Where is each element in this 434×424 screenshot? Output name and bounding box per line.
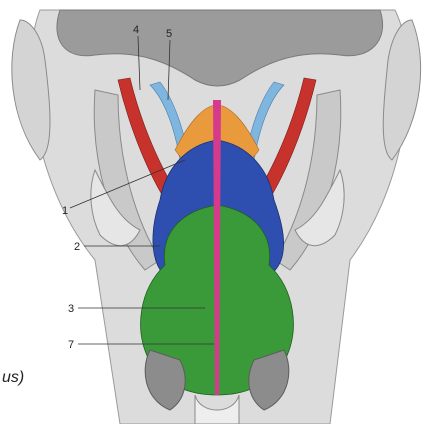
leader-1 — [69, 159, 186, 209]
label-3: 3 — [68, 303, 74, 315]
leader-4 — [137, 35, 141, 91]
left-ear — [11, 19, 51, 161]
thyroid-left — [144, 349, 186, 411]
right-ear — [382, 19, 422, 161]
thyroid-right — [248, 349, 290, 411]
leader-5 — [167, 39, 171, 101]
midline-raphe — [213, 100, 221, 395]
label-7: 7 — [68, 339, 74, 351]
label-1: 1 — [62, 205, 68, 217]
caption-fragment: us) — [2, 369, 24, 386]
trachea — [194, 394, 240, 424]
label-2: 2 — [74, 241, 80, 253]
label-5: 5 — [166, 28, 172, 40]
mandible — [56, 9, 384, 87]
right-lateral-muscle — [294, 168, 345, 247]
right-neck-muscle — [274, 89, 342, 271]
label-4: 4 — [133, 24, 139, 36]
left-neck-muscle — [93, 89, 161, 271]
